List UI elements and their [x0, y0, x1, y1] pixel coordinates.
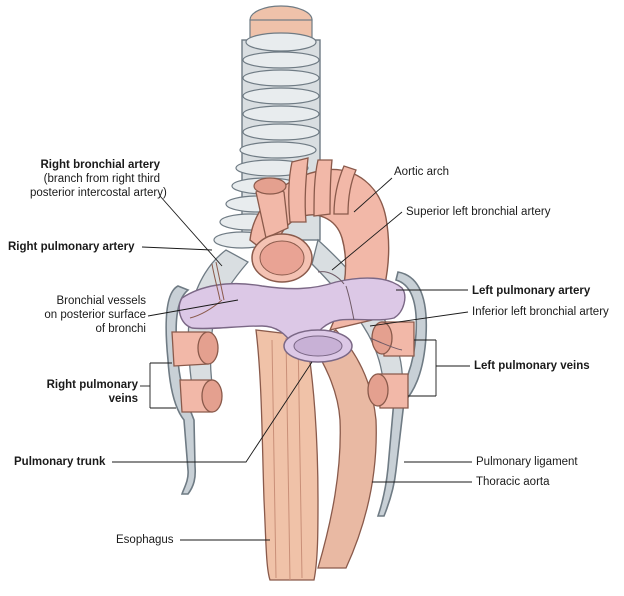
label-pulmonary-ligament: Pulmonary ligament: [476, 456, 578, 468]
label-right-bronchial-artery-line1: Right bronchial artery: [40, 159, 161, 171]
pulmonary-trunk-lumen: [293, 335, 343, 357]
left-common-carotid: [313, 159, 333, 217]
label-right-pulmonary-veins: Right pulmonary veins: [20, 378, 138, 406]
left-bronchial-vessels: [317, 271, 403, 351]
esophagus-muscle-fibers: [271, 335, 303, 581]
label-thoracic-aorta: Thoracic aorta: [476, 476, 550, 488]
label-left-pulmonary-artery: Left pulmonary artery: [472, 285, 591, 297]
label-pulmonary-trunk: Pulmonary trunk: [14, 456, 106, 468]
label-right-bronchial-artery-line3: posterior intercostal artery): [30, 187, 167, 199]
label-bronchial-vessels: Bronchial vessels on posterior surface o…: [10, 294, 146, 336]
label-bronchial-vessels-line3: of bronchi: [95, 323, 146, 335]
left-subclavian: [333, 165, 357, 215]
label-right-pulmonary-artery: Right pulmonary artery: [8, 241, 135, 253]
label-superior-left-bronchial-artery: Superior left bronchial artery: [406, 206, 551, 218]
label-bronchial-vessels-line1: Bronchial vessels: [56, 295, 146, 307]
arch-branch-opening: [253, 177, 287, 195]
label-right-bronchial-artery: Right bronchial artery (branch from righ…: [30, 158, 167, 200]
label-aortic-arch: Aortic arch: [394, 166, 449, 178]
brachiocephalic-trunk: [288, 157, 309, 223]
label-right-bronchial-artery-line2: (branch from right third: [43, 173, 160, 185]
label-bronchial-vessels-line2: on posterior surface: [44, 309, 146, 321]
right-bronchial-artery-vessel: [189, 261, 225, 319]
label-inferior-left-bronchial-artery: Inferior left bronchial artery: [472, 306, 609, 318]
label-right-pulmonary-veins-line2: veins: [108, 393, 138, 405]
thoracic-aorta: [311, 329, 377, 569]
esophagus: [255, 329, 319, 581]
leader-lines: [112, 177, 472, 541]
left-pulmonary-veins-shapes: [367, 321, 415, 409]
right-pulmonary-veins-shapes: [171, 331, 223, 413]
label-right-pulmonary-veins-line1: Right pulmonary: [46, 379, 138, 391]
ascending-aorta-lumen: [259, 240, 305, 276]
label-left-pulmonary-veins: Left pulmonary veins: [474, 360, 590, 372]
label-esophagus: Esophagus: [116, 534, 174, 546]
